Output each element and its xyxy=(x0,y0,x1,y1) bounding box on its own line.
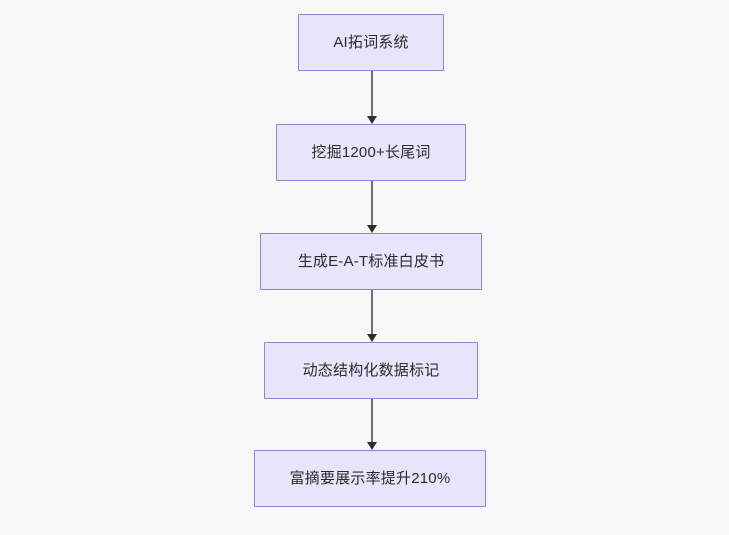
flowchart-node-2-label: 挖掘1200+长尾词 xyxy=(311,143,431,161)
flowchart-node-2[interactable]: 挖掘1200+长尾词 xyxy=(276,124,466,181)
flowchart-node-1[interactable]: AI拓词系统 xyxy=(298,14,444,71)
flowchart-node-5[interactable]: 富摘要展示率提升210% xyxy=(254,450,486,507)
flowchart-node-1-label: AI拓词系统 xyxy=(333,33,409,51)
flowchart-node-5-label: 富摘要展示率提升210% xyxy=(289,469,451,487)
arrow-down-icon xyxy=(367,334,377,342)
flowchart-edge-2-line xyxy=(371,181,373,226)
arrow-down-icon xyxy=(367,116,377,124)
arrow-down-icon xyxy=(367,442,377,450)
flowchart-node-4-label: 动态结构化数据标记 xyxy=(302,361,440,379)
arrow-down-icon xyxy=(367,225,377,233)
flowchart-node-3-label: 生成E-A-T标准白皮书 xyxy=(297,252,445,270)
flowchart-node-3[interactable]: 生成E-A-T标准白皮书 xyxy=(260,233,482,290)
flowchart-edge-1-line xyxy=(371,71,373,117)
flowchart-edge-3-line xyxy=(371,290,373,335)
flowchart-node-4[interactable]: 动态结构化数据标记 xyxy=(264,342,478,399)
flowchart-edge-4-line xyxy=(371,399,373,443)
